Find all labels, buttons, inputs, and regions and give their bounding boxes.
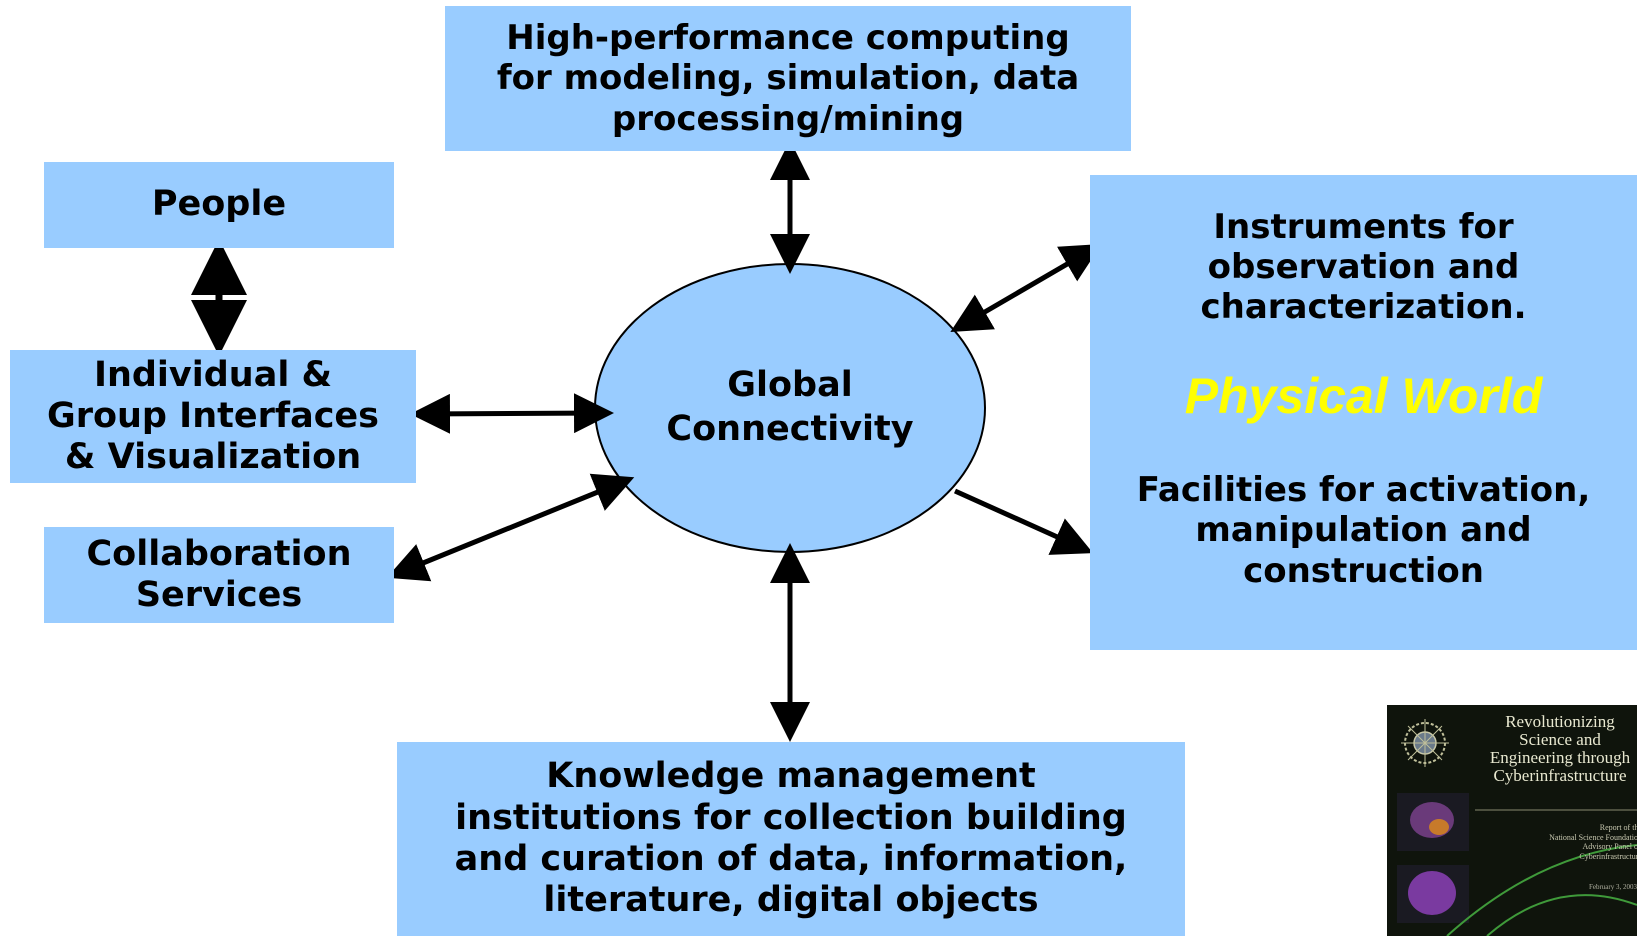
- hpc-line-2: for modeling, simulation, data: [496, 58, 1080, 99]
- interfaces-line-2: Group Interfaces: [46, 395, 380, 436]
- report-date: February 3, 2003: [1588, 883, 1637, 891]
- report-subtitle-line-1: Report of the: [1599, 823, 1637, 832]
- report-title-line-3: Engineering through: [1489, 747, 1631, 767]
- people-label: People: [151, 184, 287, 225]
- interfaces-box: Individual & Group Interfaces & Visualiz…: [10, 350, 416, 483]
- global-connectivity-label: Global Connectivity: [605, 364, 975, 452]
- physical-world-box: Instruments for observation and characte…: [1090, 175, 1637, 650]
- instruments-line-1: Instruments for: [1213, 207, 1514, 247]
- report-subtitle: Report of the National Science Foundatio…: [1482, 823, 1637, 861]
- facilities-line-2: manipulation and: [1195, 510, 1532, 551]
- instruments-line-2: observation and: [1207, 247, 1520, 288]
- interfaces-line-1: Individual &: [93, 354, 333, 395]
- center-line-1: Global: [727, 365, 853, 405]
- arrow-facilities: [953, 488, 1094, 555]
- knowledge-line-2: institutions for collection building: [455, 797, 1127, 838]
- report-subtitle-line-4: Cyberinfrastructure: [1579, 851, 1637, 861]
- nsf-logo-icon: [1401, 719, 1449, 767]
- knowledge-line-4: literature, digital objects: [543, 880, 1039, 921]
- collaboration-line-1: Collaboration: [86, 533, 352, 574]
- knowledge-line-1: Knowledge management: [546, 756, 1036, 797]
- report-subtitle-line-2: National Science Foundation: [1549, 832, 1637, 842]
- arrow-interfaces: [410, 393, 614, 434]
- hpc-line-1: High-performance computing: [506, 18, 1070, 59]
- knowledge-management-box: Knowledge management institutions for co…: [397, 742, 1185, 936]
- center-line-2: Connectivity: [666, 408, 914, 449]
- collaboration-box: Collaboration Services: [44, 527, 394, 623]
- hpc-box: High-performance computing for modeling,…: [445, 6, 1131, 151]
- arrow-collaboration: [386, 473, 635, 582]
- report-title-line-1: Revolutionizing: [1505, 712, 1615, 731]
- knowledge-line-3: and curation of data, information,: [454, 839, 1128, 879]
- hpc-line-3: processing/mining: [611, 98, 965, 139]
- people-box: People: [44, 162, 394, 248]
- arrow-instruments: [950, 243, 1102, 333]
- facilities-line-3: construction: [1243, 550, 1484, 591]
- report-title-line-4: Cyberinfrastructure: [1493, 765, 1627, 785]
- facilities-line-1: Facilities for activation,: [1136, 470, 1591, 511]
- instruments-line-3: characterization.: [1200, 287, 1527, 328]
- report-cover-art: [1397, 719, 1637, 936]
- interfaces-line-3: & Visualization: [64, 437, 362, 478]
- report-subtitle-line-3: Advisory Panel on: [1582, 842, 1637, 852]
- report-cover-image: Revolutionizing Science and Engineering …: [1387, 705, 1637, 936]
- report-title: Revolutionizing Science and Engineering …: [1475, 713, 1637, 784]
- collaboration-line-2: Services: [135, 575, 303, 615]
- report-title-line-2: Science and: [1519, 729, 1601, 749]
- physical-world-label: Physical World: [1184, 368, 1543, 425]
